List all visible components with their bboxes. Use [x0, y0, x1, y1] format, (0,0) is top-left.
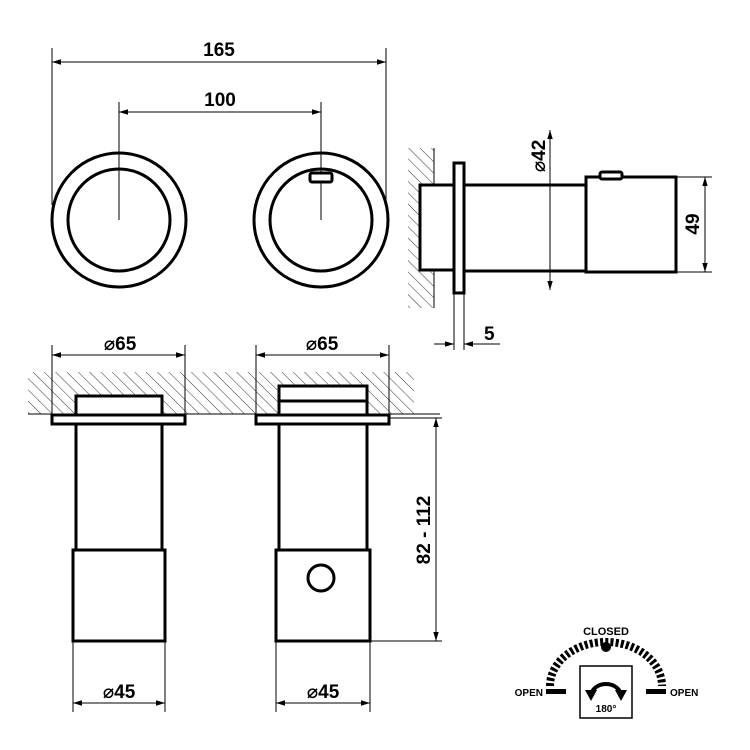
- right-knob[interactable]: [268, 167, 374, 273]
- side-view: ⌀42 49 5: [408, 130, 712, 350]
- svg-text:⌀45: ⌀45: [103, 682, 136, 703]
- left-spindle: [74, 422, 164, 552]
- rotation-angle: 180°: [596, 704, 617, 715]
- rotation-legend: CLOSED OPEN OPEN 180°: [515, 626, 698, 719]
- open-left-marker: [546, 689, 566, 694]
- rotation-arrowhead-right-icon: [615, 690, 627, 701]
- open-left-label: OPEN: [515, 688, 543, 699]
- right-spindle: [277, 422, 369, 552]
- open-right-label: OPEN: [670, 688, 698, 699]
- diameter-symbol: ⌀: [307, 682, 318, 703]
- dimension-handle-right-diameter: 45: [318, 682, 340, 703]
- dimension-plate-left-diameter: 65: [115, 334, 137, 355]
- right-cartridge-top: [277, 384, 369, 403]
- diameter-symbol: ⌀: [103, 682, 114, 703]
- rotation-arc-icon: [546, 638, 666, 687]
- dimension-handle-left-diameter: 45: [114, 682, 136, 703]
- diameter-symbol: ⌀: [306, 334, 317, 355]
- front-view: 165 100: [50, 40, 390, 289]
- right-handle-button[interactable]: [306, 563, 336, 593]
- rotation-arrowhead-left-icon: [585, 690, 597, 701]
- dimension-depth-range: 82 - 112: [414, 496, 435, 565]
- right-knob-indicator: [308, 171, 334, 184]
- svg-text:⌀45: ⌀45: [307, 682, 340, 703]
- side-handle[interactable]: [584, 175, 678, 274]
- svg-text:⌀42: ⌀42: [529, 140, 550, 173]
- closed-dot-icon: [601, 642, 611, 652]
- top-view: ⌀65 ⌀65 82 - 112 ⌀45: [28, 334, 442, 712]
- dimension-front-diameter: 42: [529, 140, 550, 161]
- left-knob[interactable]: [66, 167, 172, 273]
- dimension-overall-width: 165: [203, 40, 235, 61]
- side-spindle-body: [462, 183, 588, 273]
- dimension-body-height: 49: [683, 213, 704, 234]
- side-handle-indicator: [598, 170, 624, 181]
- dimension-handle-spacing: 100: [204, 90, 236, 111]
- closed-label: CLOSED: [583, 626, 629, 638]
- left-handle[interactable]: [71, 548, 167, 643]
- left-cartridge: [74, 394, 164, 417]
- dimension-plate-thickness: 5: [484, 324, 495, 345]
- dimension-plate-right-diameter: 65: [317, 334, 339, 355]
- svg-text:⌀65: ⌀65: [104, 334, 137, 355]
- svg-text:⌀65: ⌀65: [306, 334, 339, 355]
- right-rosette-outer: [252, 151, 390, 289]
- diameter-symbol: ⌀: [529, 161, 550, 172]
- diameter-symbol: ⌀: [104, 334, 115, 355]
- left-rosette-outer: [50, 151, 188, 289]
- open-right-marker: [646, 689, 666, 694]
- right-cartridge-bottom: [277, 399, 369, 417]
- side-cartridge: [418, 183, 456, 272]
